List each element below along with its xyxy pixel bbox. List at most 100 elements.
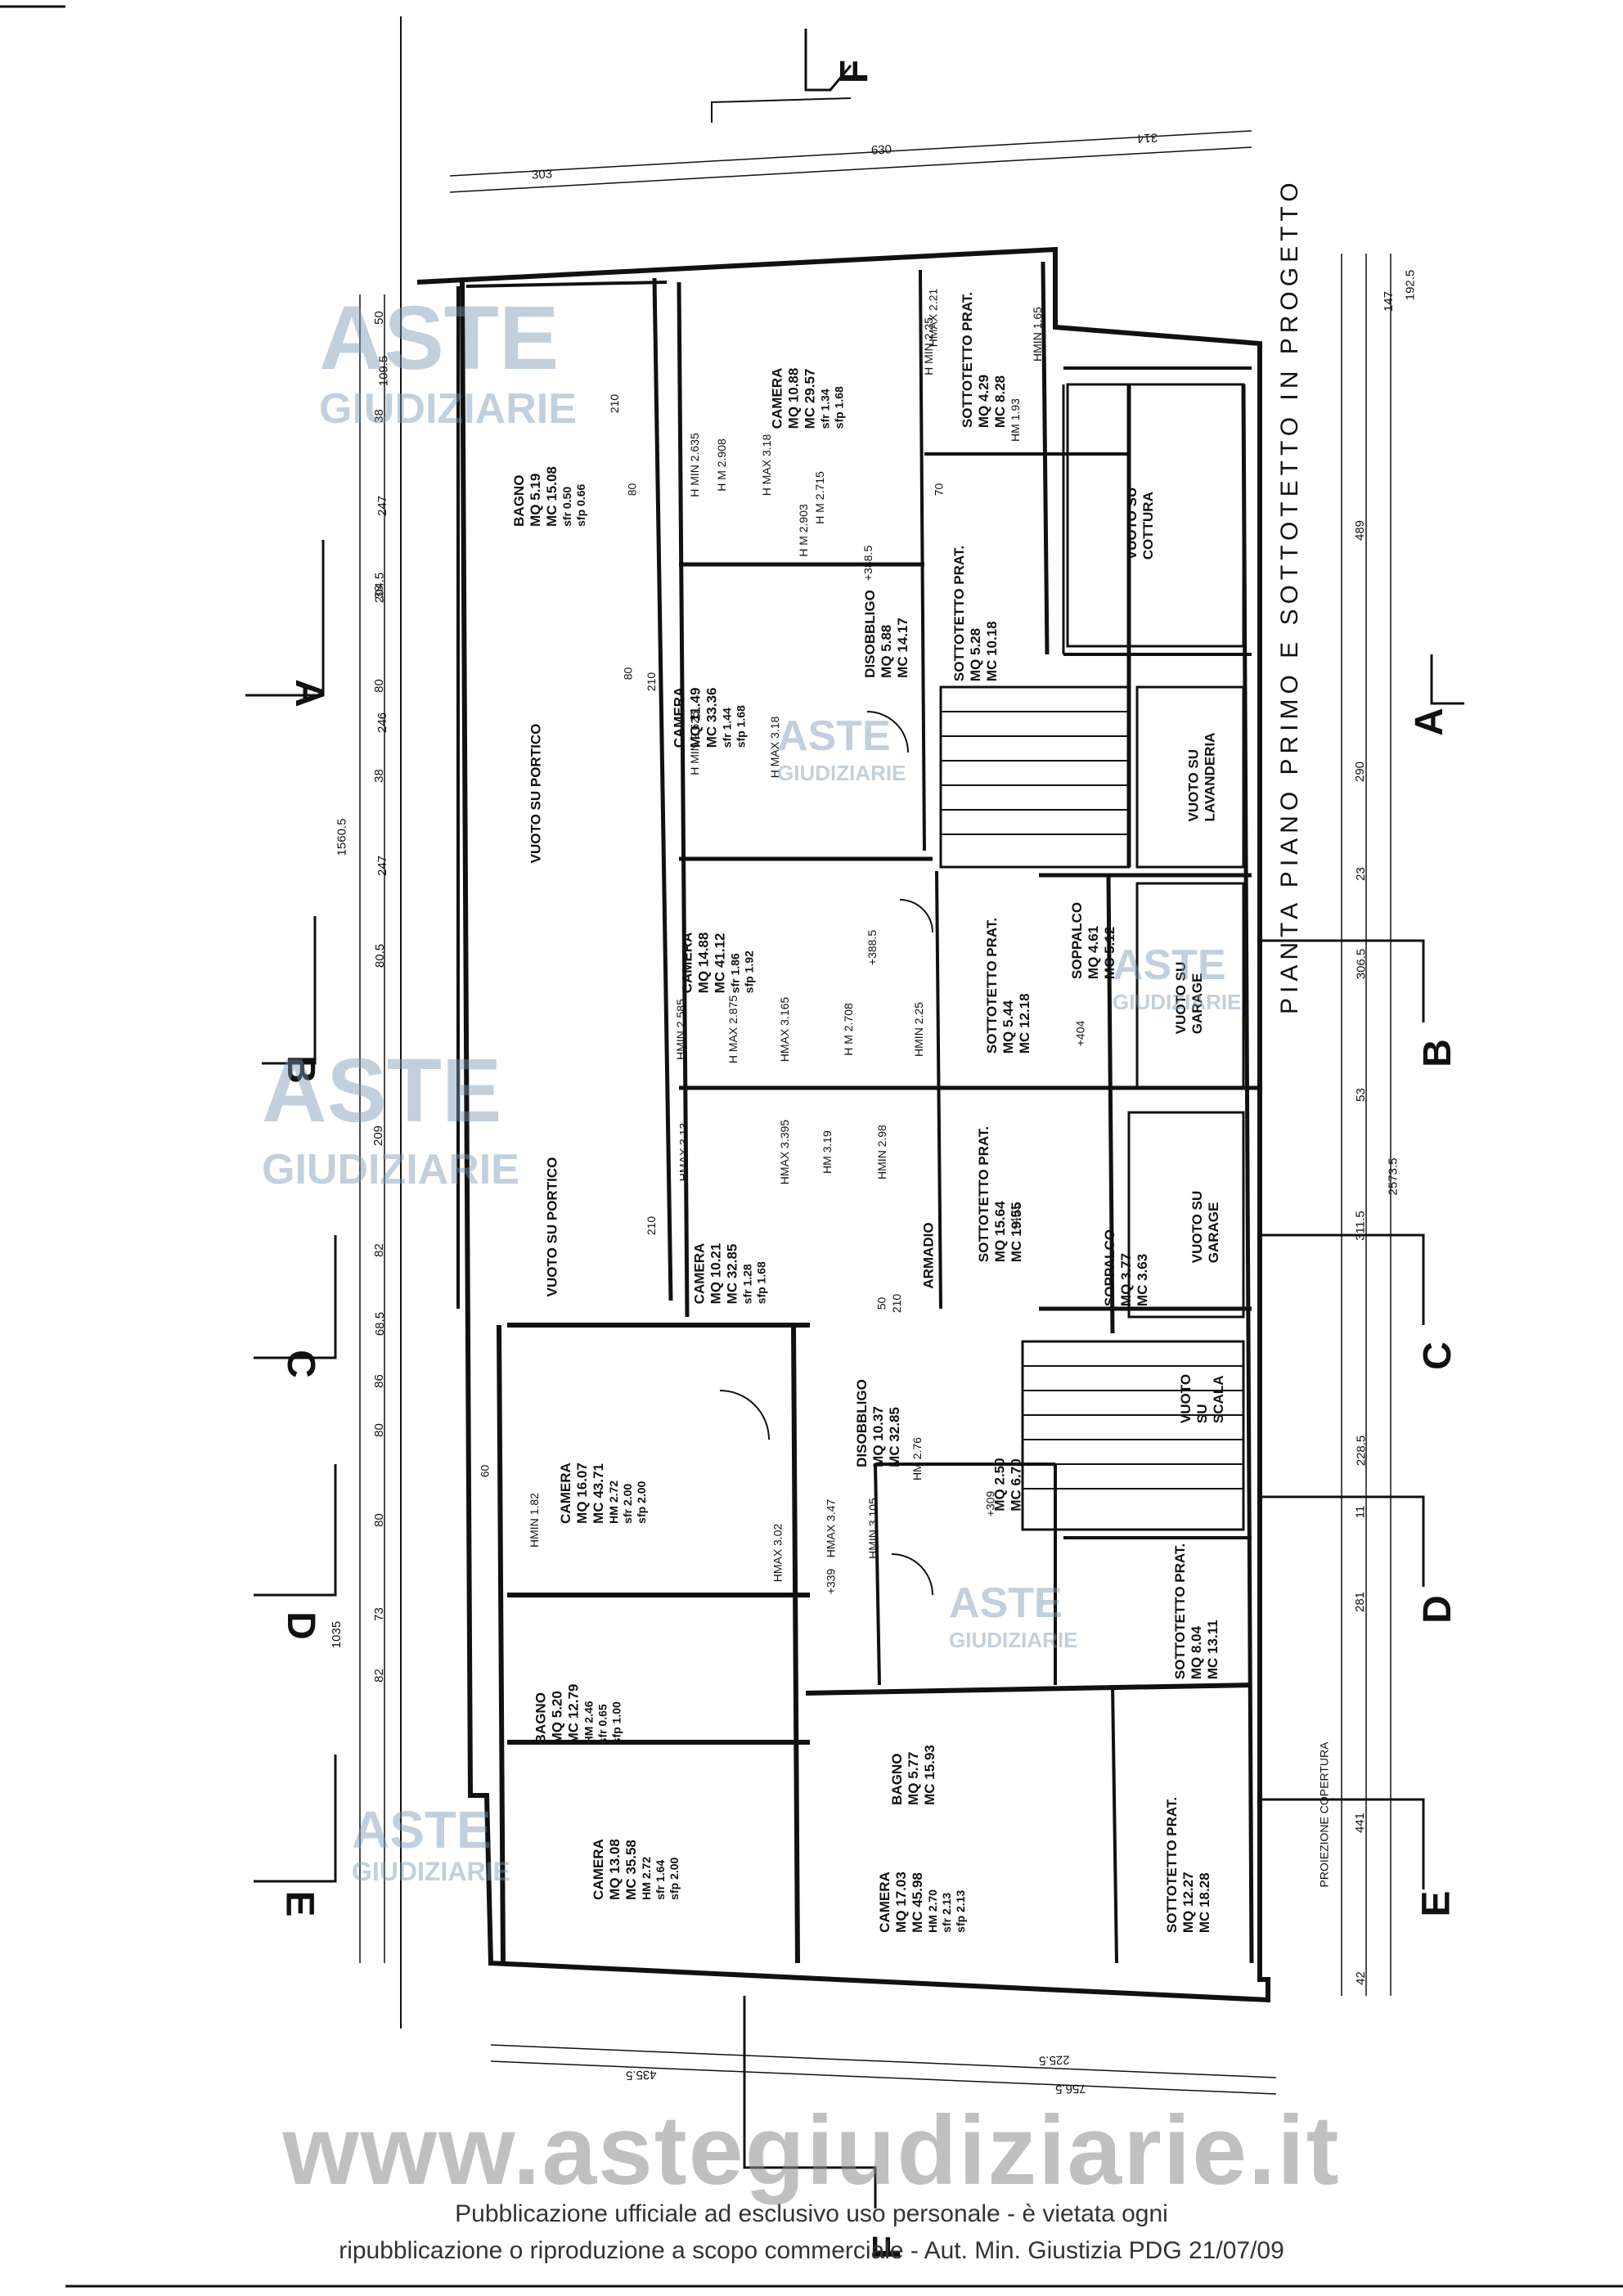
height-18: HMAX 3.395 <box>778 1119 792 1185</box>
watermark-brand-6-sub: GIUDIZIARIE <box>949 1628 1078 1652</box>
section-label-c-right: C <box>1415 1341 1459 1370</box>
height-14: HMAX 3.165 <box>778 996 792 1063</box>
dim-left-11: 80.5 <box>373 943 388 968</box>
watermark-brand-3-sub: GIUDIZIARIE <box>352 1857 510 1886</box>
dim-right-4: 290 <box>1353 761 1368 783</box>
dim-left-14: 68.5 <box>373 1311 388 1337</box>
level-3: +401 <box>1008 1204 1022 1231</box>
height-2: H M 2.908 <box>714 438 728 492</box>
door-dim-5: 210 <box>645 672 659 692</box>
dim-right-7: 53 <box>1353 1088 1368 1102</box>
watermark-url: www.astegiudiziarie.it <box>282 2096 1341 2205</box>
watermark-brand-3: ASTE <box>352 1800 492 1859</box>
dim-right-8: 311.5 <box>1353 1211 1368 1241</box>
dim-right-5: 23 <box>1353 867 1368 881</box>
dim-left-13: 82 <box>371 1243 386 1257</box>
dim-left-16: 80 <box>371 1423 386 1437</box>
level-6: +309 <box>983 1490 997 1517</box>
dim-right-3: 489 <box>1353 519 1368 541</box>
section-label-e-right: E <box>1414 1890 1459 1917</box>
door-dim-2: 80 <box>625 483 639 496</box>
room-vuoto-portico-1: VUOTO SU PORTICO <box>528 723 544 864</box>
height-15: H M 2.708 <box>841 1003 855 1056</box>
watermark-brand-2-sub: GIUDIZIARIE <box>262 1146 519 1193</box>
dim-left-10: 247 <box>375 855 390 877</box>
level-5: +339 <box>824 1568 838 1595</box>
section-label-b-right: B <box>1415 1039 1459 1067</box>
height-21: HMIN 1.82 <box>527 1493 541 1548</box>
dim-left-17: 80 <box>371 1513 386 1527</box>
watermark-brand-2: ASTE <box>262 1040 502 1141</box>
dim-left-8: 246 <box>375 712 390 734</box>
watermark-brand-4: ASTE <box>777 712 891 760</box>
height-12: HMIN 2.585 <box>673 999 687 1060</box>
dim-left-9: 38 <box>371 769 386 783</box>
door-dim-9: 210 <box>645 1215 659 1236</box>
section-label-e-left: E <box>277 1890 321 1917</box>
dim-left-15: 86 <box>371 1374 386 1388</box>
section-label-a-right: A <box>1407 708 1451 736</box>
dim-right-6: 306.5 <box>1354 948 1369 980</box>
height-25: HM 2.76 <box>910 1437 924 1480</box>
height-1: H MIN 2.635 <box>687 433 701 497</box>
height-7: HM 1.93 <box>1008 398 1022 442</box>
dim-right-12: 441 <box>1353 1812 1368 1834</box>
dim-right-2: 147 <box>1382 290 1396 312</box>
height-16: HMIN 2.25 <box>911 1002 925 1057</box>
height-10: H M 2.903 <box>796 504 810 557</box>
level-1: +388.5 <box>861 545 875 582</box>
height-22: HMAX 3.02 <box>771 1523 785 1583</box>
dim-top-303: 303 <box>531 167 553 182</box>
height-23: HMAX 3.47 <box>824 1498 838 1558</box>
height-20: HMIN 2.98 <box>874 1125 888 1179</box>
dim-right-11: 281 <box>1353 1591 1368 1613</box>
room-armadio: ARMADIO <box>920 1222 937 1289</box>
door-dim-4: 80 <box>621 667 635 681</box>
height-24: HMIN 3.105 <box>865 1498 879 1559</box>
dim-left-6: 38 <box>371 585 386 599</box>
section-label-d-left: D <box>278 1611 322 1640</box>
dim-right-10: 11 <box>1353 1505 1368 1519</box>
watermark-brand-5: ASTE <box>1113 941 1226 989</box>
dim-left-19: 82 <box>371 1669 386 1683</box>
section-label-f-top: F <box>833 59 877 84</box>
dim-right-9: 228.5 <box>1354 1435 1369 1467</box>
door-dim-6: 50 <box>874 1296 888 1310</box>
watermark-brand-1-sub: GIUDIZIARIE <box>319 385 577 433</box>
height-19: HM 3.19 <box>820 1130 834 1174</box>
dim-top-314: 314 <box>1136 130 1158 146</box>
dim-left-7: 80 <box>371 679 386 693</box>
section-label-d-right: D <box>1415 1595 1459 1624</box>
height-6: HMIN 1.65 <box>1030 307 1044 362</box>
level-2: +388.5 <box>865 929 879 966</box>
height-13: H MAX 2.875 <box>726 995 740 1064</box>
dim-left-total: 1560.5 <box>335 818 349 856</box>
height-9: H MIN 2.625 <box>687 711 701 775</box>
footer-line-2: ripubblicazione o riproduzione a scopo c… <box>339 2237 1284 2264</box>
dim-left-4: 247 <box>375 495 390 517</box>
dim-right-total: 2573.5 <box>1386 1157 1400 1196</box>
drawing-title: PIANTA PIANO PRIMO E SOTTOTETTO IN PROGE… <box>1276 177 1303 1014</box>
watermark-brand-6: ASTE <box>949 1579 1063 1627</box>
door-dim-3: 70 <box>932 483 946 496</box>
